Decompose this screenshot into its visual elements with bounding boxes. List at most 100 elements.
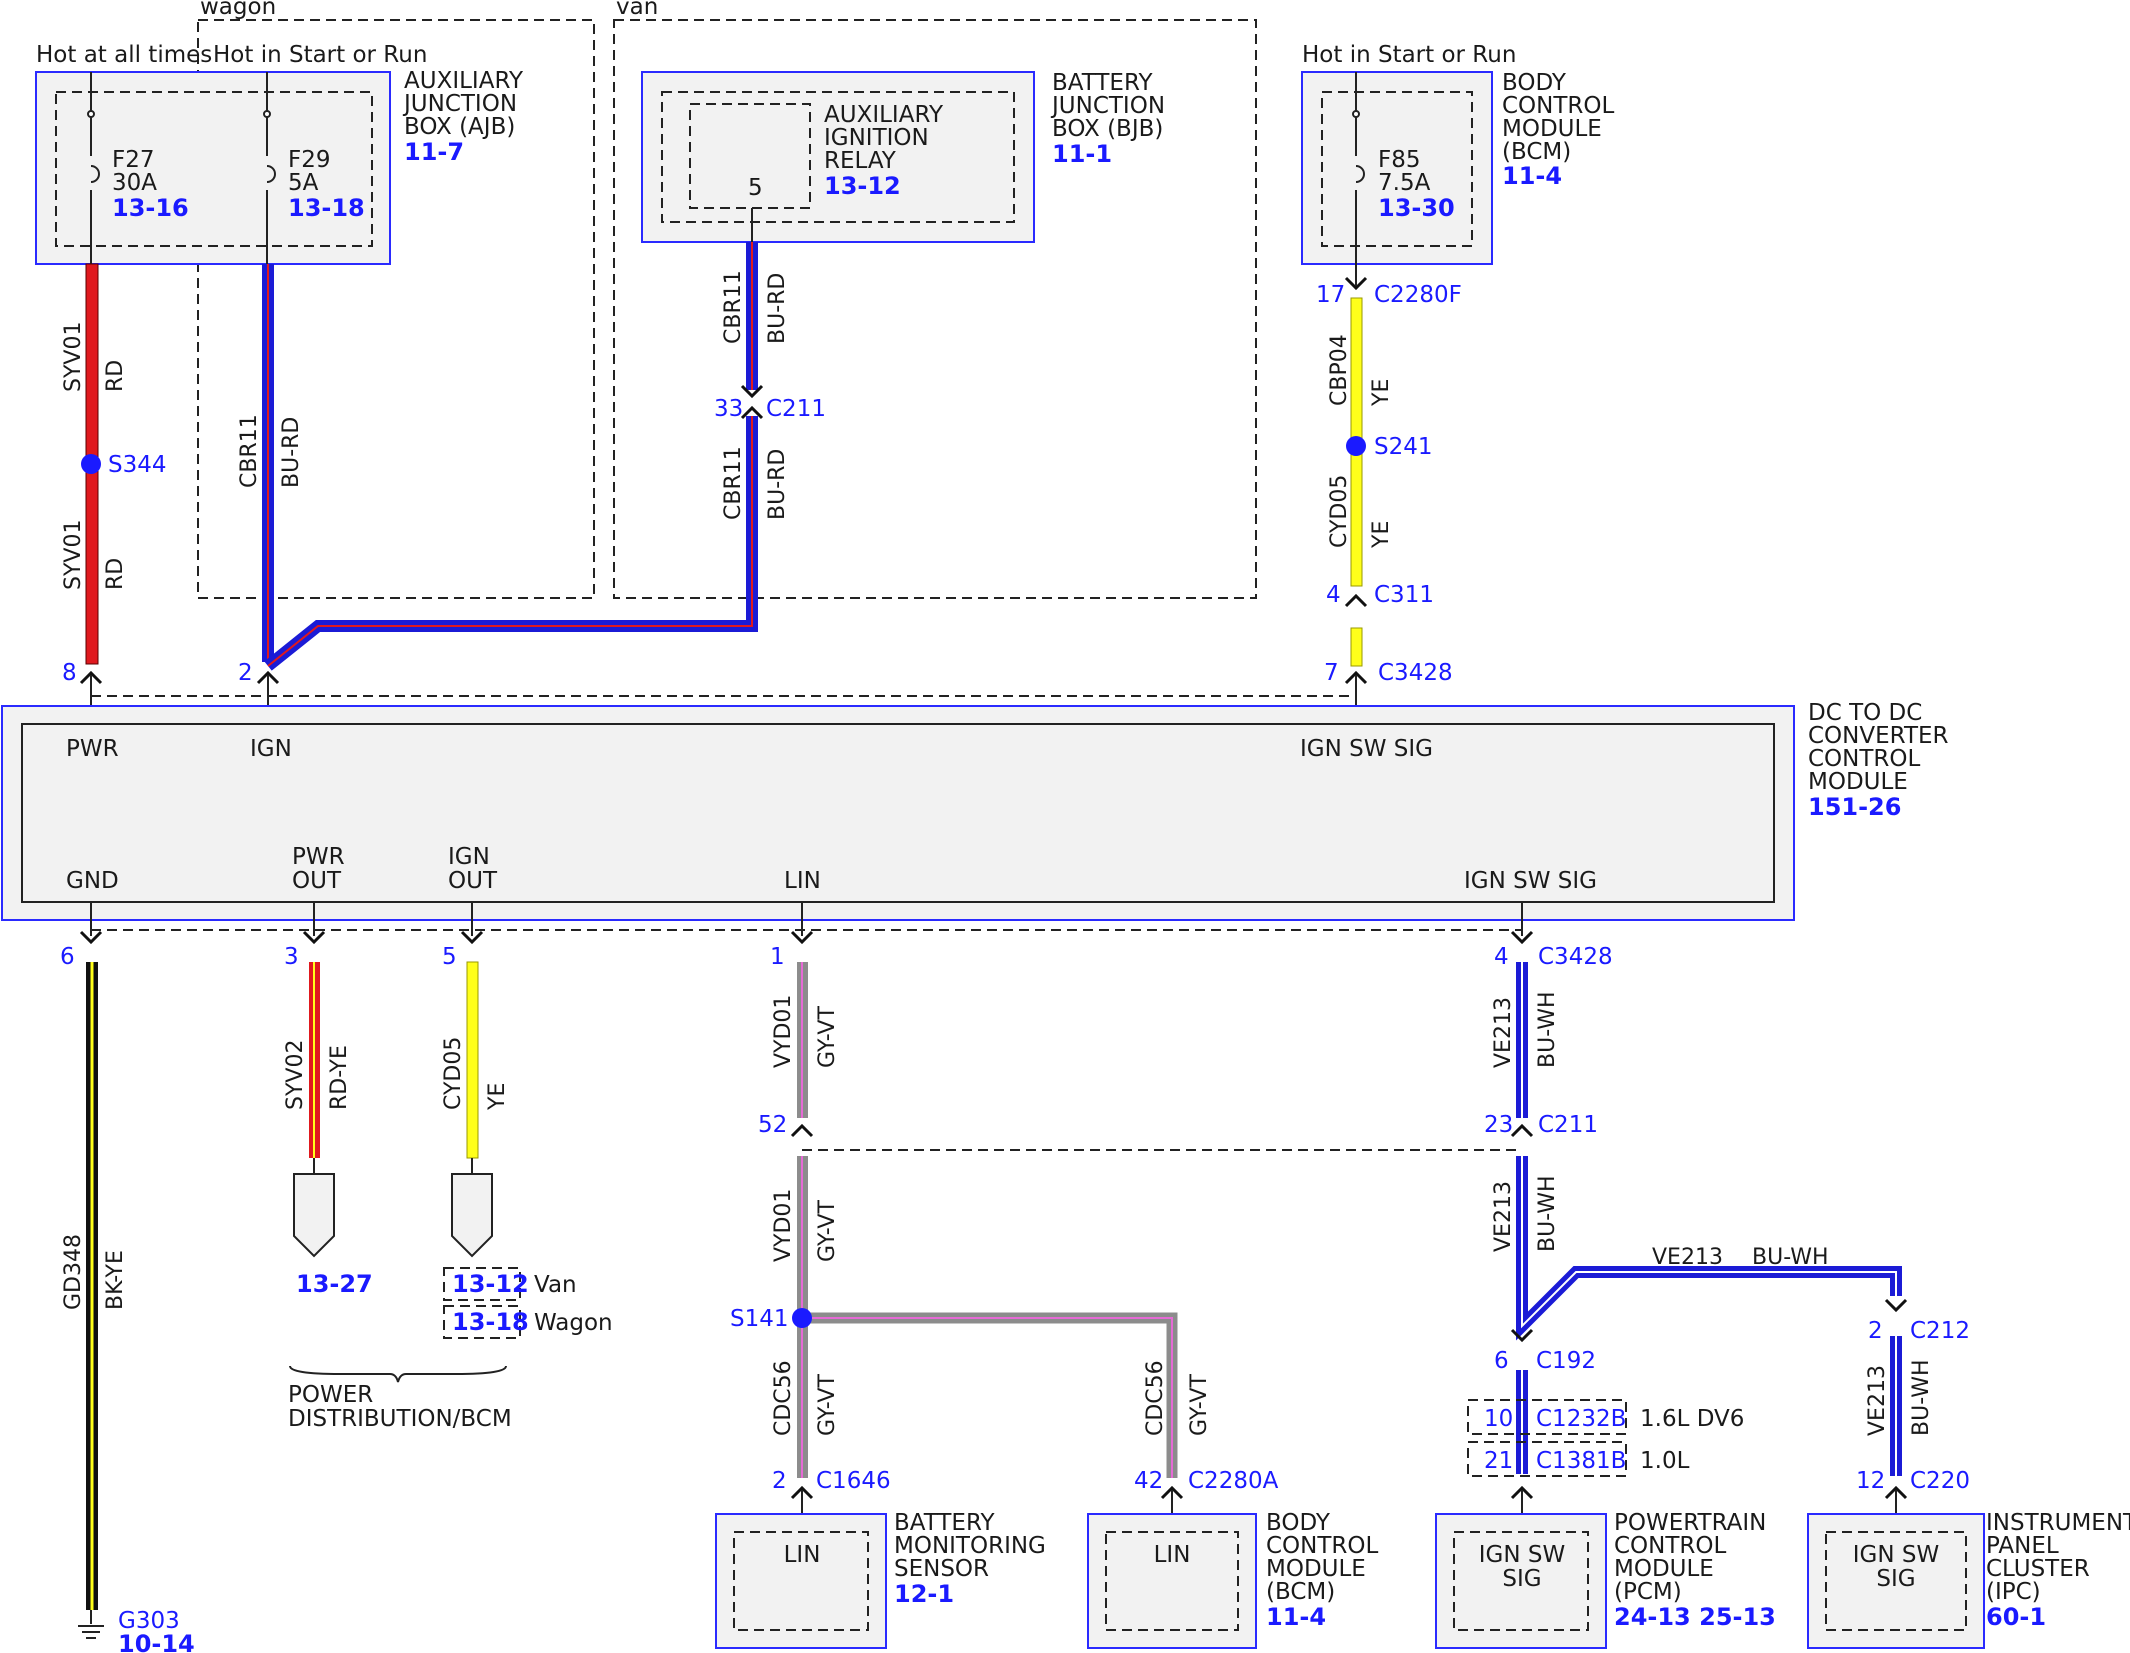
svg-text:C220: C220 xyxy=(1910,1468,1970,1494)
svg-text:13-18: 13-18 xyxy=(288,194,365,222)
svg-text:CONTROL: CONTROL xyxy=(1266,1533,1379,1559)
svg-text:BODY: BODY xyxy=(1266,1510,1331,1536)
svg-text:IGN: IGN xyxy=(448,844,490,870)
svg-text:5: 5 xyxy=(748,175,763,201)
svg-text:CYD05: CYD05 xyxy=(1327,475,1352,548)
svg-text:VE213: VE213 xyxy=(1491,1181,1516,1252)
svg-text:24-13 25-13: 24-13 25-13 xyxy=(1614,1603,1776,1631)
svg-text:C212: C212 xyxy=(1910,1318,1970,1344)
svg-text:6: 6 xyxy=(1494,1348,1509,1374)
svg-text:12: 12 xyxy=(1856,1468,1885,1494)
svg-text:F85: F85 xyxy=(1378,147,1421,173)
svg-text:BK-YE: BK-YE xyxy=(103,1250,128,1310)
wire-cyd05-out: 5 CYD05 YE 13-12 Van 13-18 Wagon xyxy=(441,902,613,1339)
svg-text:Van: Van xyxy=(534,1272,577,1298)
svg-text:BOX (AJB): BOX (AJB) xyxy=(404,114,515,140)
svg-text:C211: C211 xyxy=(766,396,826,422)
svg-text:3: 3 xyxy=(284,944,299,970)
svg-text:IGN SW: IGN SW xyxy=(1853,1542,1939,1568)
svg-text:MODULE: MODULE xyxy=(1502,116,1602,142)
svg-text:IGN: IGN xyxy=(250,736,292,762)
svg-text:MODULE: MODULE xyxy=(1614,1556,1714,1582)
svg-text:SYV02: SYV02 xyxy=(283,1040,308,1110)
svg-text:21: 21 xyxy=(1484,1448,1513,1474)
svg-text:C2280F: C2280F xyxy=(1374,282,1462,308)
svg-text:MONITORING: MONITORING xyxy=(894,1533,1046,1559)
splice-s241 xyxy=(1346,436,1366,456)
svg-text:DISTRIBUTION/BCM: DISTRIBUTION/BCM xyxy=(288,1406,512,1432)
svg-text:13-12: 13-12 xyxy=(824,172,901,200)
svg-text:F29: F29 xyxy=(288,147,331,173)
wire-cbr11-bjb: CBR11 BU-RD 33 C211 CBR11 BU-RD xyxy=(264,242,826,671)
page-ref-arrow xyxy=(293,1173,335,1258)
svg-text:1.6L DV6: 1.6L DV6 xyxy=(1640,1406,1744,1432)
svg-text:YE: YE xyxy=(1369,379,1394,407)
svg-text:CONTROL: CONTROL xyxy=(1502,93,1615,119)
svg-text:SYV01: SYV01 xyxy=(61,520,86,590)
svg-text:6: 6 xyxy=(60,944,75,970)
svg-text:CDC56: CDC56 xyxy=(1143,1360,1168,1436)
svg-text:23: 23 xyxy=(1484,1112,1513,1138)
svg-text:CBR11: CBR11 xyxy=(721,270,746,344)
svg-text:2: 2 xyxy=(238,660,253,686)
svg-text:BODY: BODY xyxy=(1502,70,1567,96)
svg-text:C211: C211 xyxy=(1538,1112,1598,1138)
svg-text:MODULE: MODULE xyxy=(1266,1556,1366,1582)
svg-text:10: 10 xyxy=(1484,1406,1513,1432)
wire-syv02: 3 SYV02 RD-YE 13-27 xyxy=(283,902,373,1298)
splice-s141 xyxy=(792,1308,812,1328)
fuse-f29: F29 5A 13-18 xyxy=(263,72,365,264)
wire-vyd01-cdc56: 1 VYD01 GY-VT 52 S141 VYD01 GY-VT CDC56 … xyxy=(730,902,1522,1514)
svg-text:BU-WH: BU-WH xyxy=(1535,991,1560,1068)
svg-text:CONVERTER: CONVERTER xyxy=(1808,723,1949,749)
svg-text:GY-VT: GY-VT xyxy=(815,1374,840,1436)
svg-text:GD348: GD348 xyxy=(61,1234,86,1310)
battery-monitoring-sensor: LIN BATTERY MONITORING SENSOR 12-1 xyxy=(715,1510,1046,1649)
svg-text:RD: RD xyxy=(103,360,128,392)
svg-text:GY-VT: GY-VT xyxy=(1187,1374,1212,1436)
svg-text:VYD01: VYD01 xyxy=(771,995,796,1068)
wire-cbr11-ajb: CBR11 BU-RD 2 xyxy=(237,264,304,722)
svg-text:C2280A: C2280A xyxy=(1188,1468,1279,1494)
auxiliary-junction-box: F27 30A 13-16 F29 5A 13-18 AUXILIARY JUN… xyxy=(35,68,524,265)
svg-text:VE213: VE213 xyxy=(1865,1365,1890,1436)
svg-text:60-1: 60-1 xyxy=(1986,1603,2046,1631)
svg-text:13-27: 13-27 xyxy=(296,1270,373,1298)
svg-text:C1646: C1646 xyxy=(816,1468,891,1494)
svg-text:PANEL: PANEL xyxy=(1986,1533,2059,1559)
svg-text:BOX (BJB): BOX (BJB) xyxy=(1052,116,1163,142)
svg-text:C311: C311 xyxy=(1374,582,1434,608)
svg-text:C3428: C3428 xyxy=(1538,944,1613,970)
svg-text:17: 17 xyxy=(1316,282,1345,308)
svg-text:33: 33 xyxy=(714,396,743,422)
svg-text:BATTERY: BATTERY xyxy=(1052,70,1153,96)
svg-text:7: 7 xyxy=(1324,660,1339,686)
wire-ve213: 4 C3428 VE213 BU-WH 23 C211 VE213 BU-WH … xyxy=(1467,902,1970,1514)
svg-text:IGN SW SIG: IGN SW SIG xyxy=(1300,736,1433,762)
svg-text:GND: GND xyxy=(66,868,119,894)
svg-text:LIN: LIN xyxy=(1154,1542,1191,1568)
splice-s344 xyxy=(81,454,101,474)
svg-text:OUT: OUT xyxy=(448,868,498,894)
svg-text:CBR11: CBR11 xyxy=(237,414,262,488)
svg-text:S344: S344 xyxy=(108,452,167,478)
svg-text:CBP04: CBP04 xyxy=(1327,334,1352,406)
svg-text:DC TO DC: DC TO DC xyxy=(1808,700,1922,726)
svg-text:IGN SW: IGN SW xyxy=(1479,1542,1565,1568)
svg-text:GY-VT: GY-VT xyxy=(815,1006,840,1068)
svg-text:BATTERY: BATTERY xyxy=(894,1510,995,1536)
svg-text:(IPC): (IPC) xyxy=(1986,1579,2041,1605)
powertrain-control-module: IGN SW SIG POWERTRAIN CONTROL MODULE (PC… xyxy=(1435,1510,1776,1649)
svg-text:OUT: OUT xyxy=(292,868,342,894)
svg-text:SYV01: SYV01 xyxy=(61,322,86,392)
svg-text:BU-RD: BU-RD xyxy=(765,273,790,344)
svg-text:POWER: POWER xyxy=(288,1382,373,1408)
svg-text:CLUSTER: CLUSTER xyxy=(1986,1556,2090,1582)
svg-text:52: 52 xyxy=(758,1112,787,1138)
svg-text:(BCM): (BCM) xyxy=(1502,139,1571,165)
hot-in-start-run-bcm-label: Hot in Start or Run xyxy=(1302,42,1516,68)
wire-syv01: S344 SYV01 RD SYV01 RD 8 xyxy=(61,263,167,722)
svg-text:PWR: PWR xyxy=(66,736,119,762)
svg-text:Wagon: Wagon xyxy=(534,1310,613,1336)
